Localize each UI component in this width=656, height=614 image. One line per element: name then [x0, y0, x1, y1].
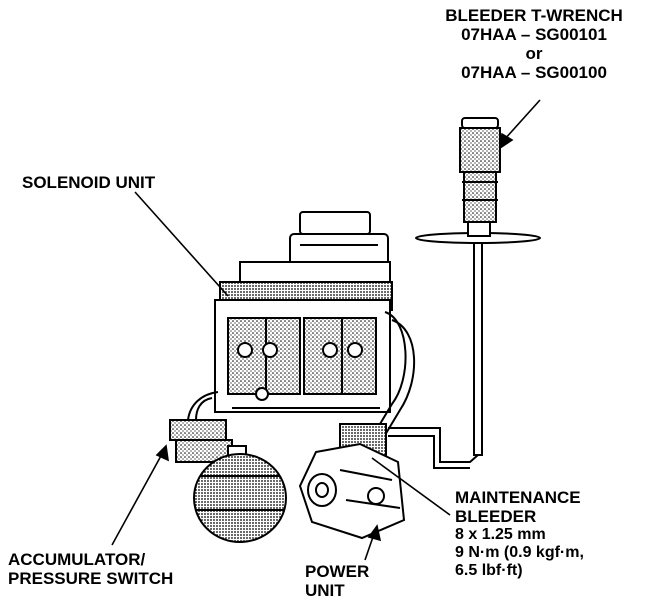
solenoid-unit-label: SOLENOID UNIT [22, 173, 156, 192]
accumulator-leader-line [111, 444, 169, 546]
tool-or: or [525, 44, 543, 64]
accumulator [169, 419, 287, 543]
tool-name: BLEEDER T-WRENCH [445, 6, 623, 25]
power-unit [298, 423, 406, 540]
accumulator-label: ACCUMULATOR/ PRESSURE SWITCH [8, 550, 173, 588]
solenoid-unit-body [214, 261, 393, 413]
power-unit-name-1: POWER [305, 562, 370, 581]
brake-pipes [187, 311, 470, 469]
tool-leader-line [498, 99, 541, 150]
power-unit-leader-line [364, 524, 382, 561]
power-unit-label: POWER UNIT [305, 562, 369, 600]
bleeder-t-wrench [415, 117, 541, 463]
power-unit-name-2: UNIT [305, 581, 345, 601]
bleeder-leader-line [371, 457, 451, 516]
maintenance-bleeder-name-1: MAINTENANCE [455, 488, 581, 507]
bleeder-torque-2: 6.5 lbf·ft) [455, 561, 523, 579]
tool-part-number-2: 07HAA – SG00100 [461, 63, 607, 83]
bleeder-t-wrench-label: BLEEDER T-WRENCH 07HAA – SG00101 or 07HA… [426, 6, 642, 82]
tool-part-number-1: 07HAA – SG00101 [461, 25, 607, 45]
bleeder-thread-size: 8 x 1.25 mm [455, 526, 546, 544]
accumulator-name-2: PRESSURE SWITCH [8, 569, 174, 589]
accumulator-name-1: ACCUMULATOR/ [8, 550, 146, 569]
bleeder-torque-1: 9 N·m (0.9 kgf·m, [455, 543, 584, 561]
solenoid-leader-line [134, 191, 229, 297]
maintenance-bleeder-label: MAINTENANCE BLEEDER 8 x 1.25 mm 9 N·m (0… [455, 488, 584, 580]
maintenance-bleeder-name-2: BLEEDER [455, 507, 537, 527]
